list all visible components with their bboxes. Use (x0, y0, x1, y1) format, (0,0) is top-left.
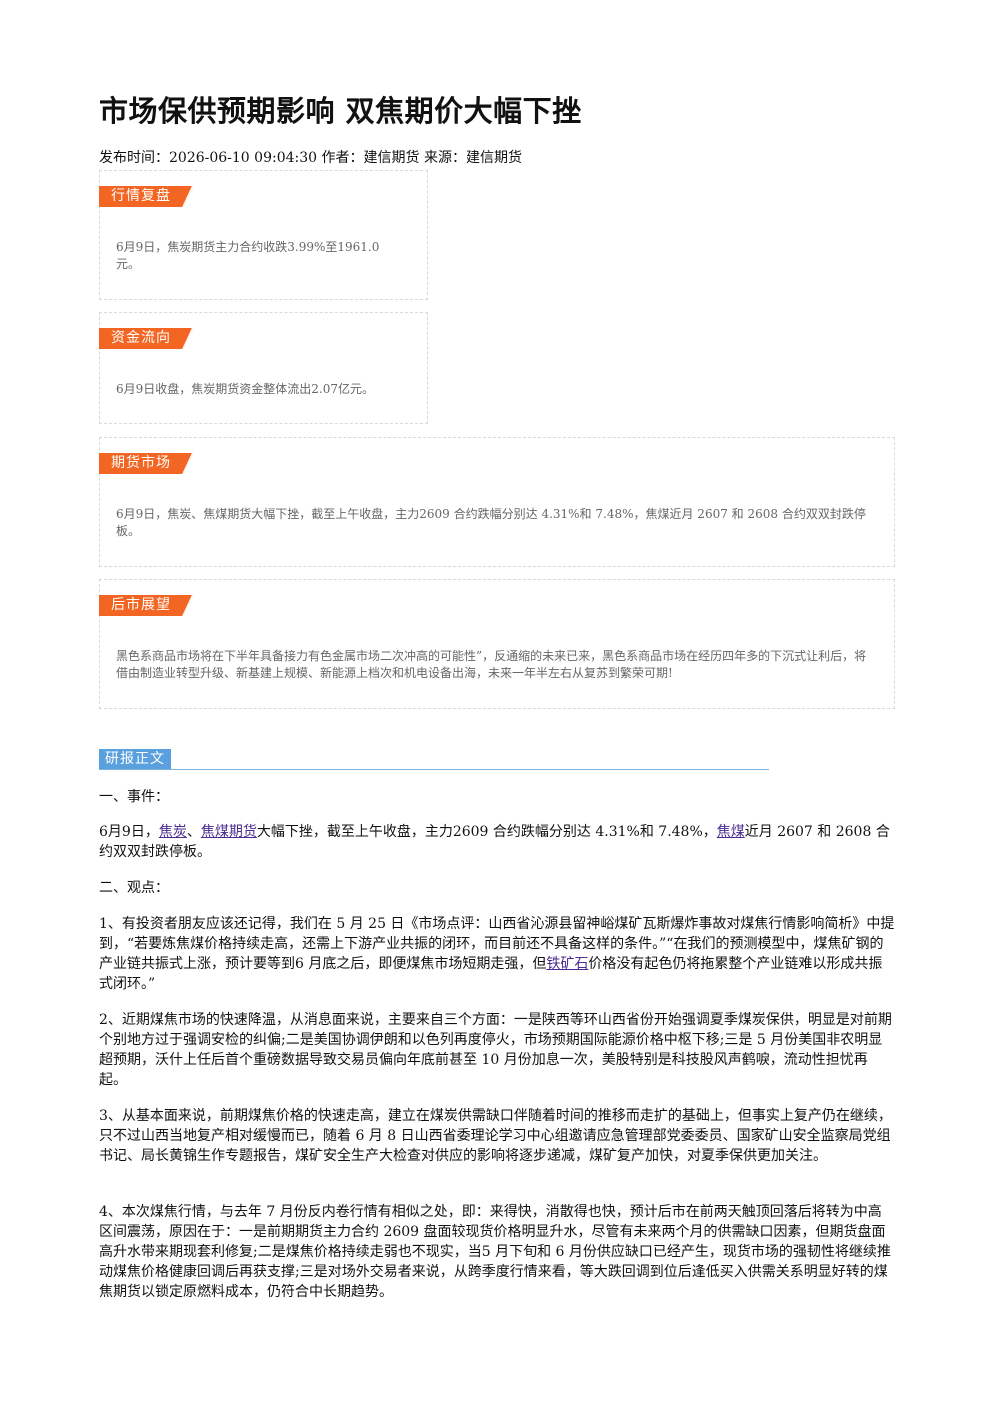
paragraph-view-3: 3、从基本面来说，前期煤焦价格的快速走高，建立在煤炭供需缺口伴随着时间的推移而走… (99, 1108, 892, 1164)
card-outlook: 后市展望 黑色系商品市场将在下半年具备接力有色金属市场二次冲高的可能性”，反通缩… (99, 579, 895, 709)
link-coking-coal-futures[interactable]: 焦煤期货 (200, 824, 257, 840)
event-text-pre: 6月9日， (99, 824, 159, 840)
heading-event: 一、事件： (99, 789, 169, 805)
article-meta: 发布时间：2026-06-10 09:04:30 作者：建信期货 来源：建信期货 (99, 150, 522, 166)
tag-futures-market: 期货市场 (99, 453, 193, 474)
page-title: 市场保供预期影响 双焦期价大幅下挫 (99, 94, 582, 128)
paragraph-view-1: 1、有投资者朋友应该还记得，我们在 5 月 25 日《市场点评：山西省沁源县留神… (99, 914, 895, 994)
event-text-post: 近月 2607 和 2608 合约双双封跌停板。 (99, 824, 890, 860)
card-market-review: 行情复盘 6月9日，焦炭期货主力合约收跌3.99%至1961.0元。 (99, 170, 428, 300)
card-futures-market-text: 6月9日，焦炭、焦煤期货大幅下挫，截至上午收盘，主力2609 合约跌幅分别达 4… (116, 507, 866, 538)
event-text-sep: 、 (186, 824, 201, 840)
report-section-header: 研报正文 (99, 749, 769, 770)
view-1-text-pre: 1、有投资者朋友应该还记得，我们在 5 月 25 日《市场点评：山西省沁源县留神… (99, 916, 895, 972)
card-outlook-text: 黑色系商品市场将在下半年具备接力有色金属市场二次冲高的可能性”，反通缩的未来已来… (116, 649, 867, 680)
link-iron-ore[interactable]: 铁矿石 (546, 956, 589, 972)
link-coking-coal[interactable]: 焦煤 (716, 824, 745, 840)
card-market-review-text: 6月9日，焦炭期货主力合约收跌3.99%至1961.0元。 (116, 240, 380, 271)
tag-market-review: 行情复盘 (99, 186, 193, 207)
paragraph-event: 6月9日，焦炭、焦煤期货大幅下挫，截至上午收盘，主力2609 合约跌幅分别达 4… (99, 822, 895, 862)
event-text-mid: 大幅下挫，截至上午收盘，主力2609 合约跌幅分别达 4.31%和 7.48%， (256, 824, 717, 840)
card-futures-market: 期货市场 6月9日，焦炭、焦煤期货大幅下挫，截至上午收盘，主力2609 合约跌幅… (99, 437, 895, 567)
paragraph-view-4: 4、本次煤焦行情，与去年 7 月份反内卷行情有相似之处，即：来得快，消散得也快，… (99, 1204, 891, 1300)
view-1-text-post: 价格没有起色仍将拖累整个产业链难以形成共振式闭环。” (99, 956, 883, 992)
tag-outlook: 后市展望 (99, 595, 193, 616)
tag-capital-flow: 资金流向 (99, 328, 193, 349)
heading-views: 二、观点： (99, 880, 169, 896)
card-capital-flow-text: 6月9日收盘，焦炭期货资金整体流出2.07亿元。 (116, 382, 374, 396)
link-coke[interactable]: 焦炭 (158, 824, 187, 840)
card-capital-flow: 资金流向 6月9日收盘，焦炭期货资金整体流出2.07亿元。 (99, 312, 428, 424)
paragraph-view-2: 2、近期煤焦市场的快速降温，从消息面来说，主要来自三个方面：一是陕西等环山西省份… (99, 1012, 892, 1088)
report-section-tag: 研报正文 (99, 749, 171, 769)
